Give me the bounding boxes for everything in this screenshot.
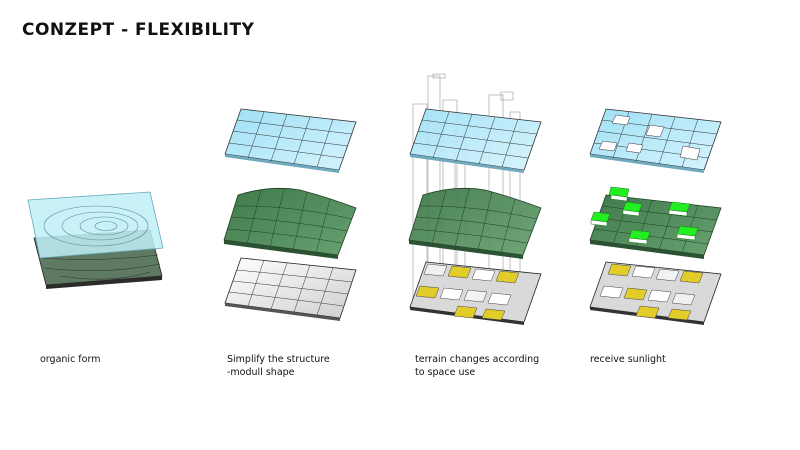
caption-line: receive sunlight	[590, 354, 666, 365]
organic-contour-plane	[27, 191, 164, 259]
space-use-modular-base-layer	[409, 261, 542, 325]
stage-organic-form	[27, 191, 164, 289]
stage-receive-sunlight	[589, 108, 722, 325]
caption-line: terrain changes according	[415, 354, 540, 365]
sunlit-pads	[590, 186, 699, 245]
sunlight-green-terrain-layer	[589, 186, 722, 259]
caption-line: Simplify the structure	[227, 354, 330, 365]
simplify-green-terrain-layer	[223, 187, 357, 259]
space-use-green-terrain-layer	[408, 187, 542, 259]
simplify-white-base-layer	[224, 257, 357, 321]
stage-simplify-structure	[223, 108, 357, 321]
caption-line: organic form	[40, 354, 101, 365]
sunlight-openings	[598, 114, 701, 161]
caption-line: -modull shape	[227, 367, 295, 378]
caption-terrain-changes: terrain changes according to space use	[415, 353, 539, 379]
stage-terrain-changes	[408, 73, 542, 325]
caption-line: to space use	[415, 367, 476, 378]
simplify-blue-grid-layer	[224, 108, 357, 173]
caption-organic-form: organic form	[40, 353, 100, 366]
sunlight-modular-base-layer	[589, 261, 722, 325]
page-title: CONZEPT - FLEXIBILITY	[22, 20, 255, 40]
caption-simplify-structure: Simplify the structure -modull shape	[227, 353, 330, 379]
sunlight-blue-grid-layer	[589, 108, 722, 173]
caption-receive-sunlight: receive sunlight	[590, 353, 666, 366]
space-use-blue-grid-layer	[409, 108, 542, 173]
